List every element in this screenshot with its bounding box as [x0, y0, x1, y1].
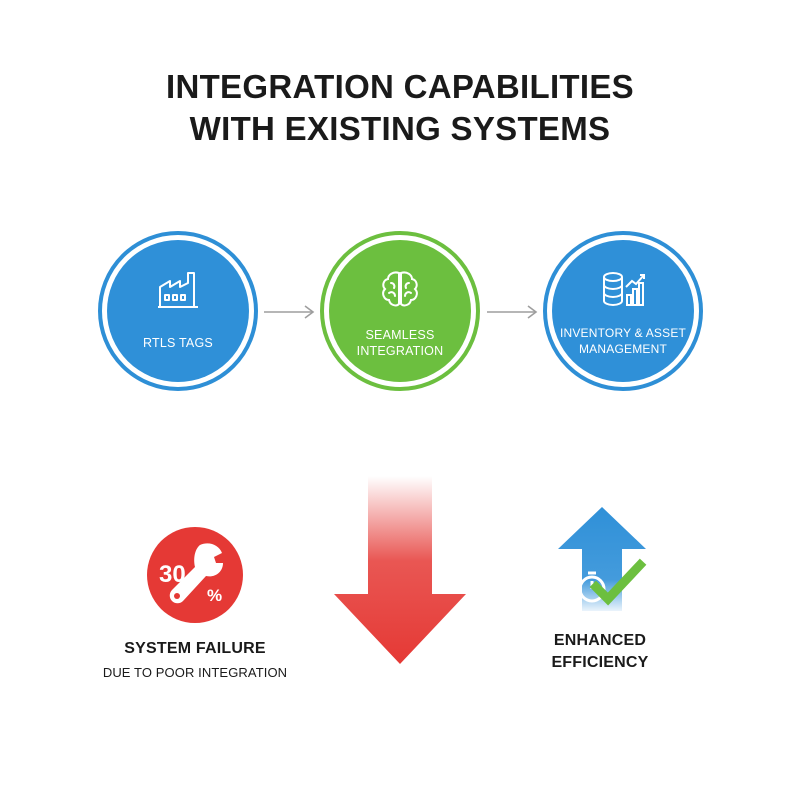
node-label-line-2: MANAGEMENT	[578, 342, 667, 356]
failure-percent-sign: %	[207, 586, 222, 605]
node-ring	[543, 231, 703, 391]
node-label-line-1: SEAMLESS	[365, 328, 435, 342]
node-label-line-2: INTEGRATION	[356, 344, 444, 358]
node-ring	[320, 231, 480, 391]
node-seamless-integration: SEAMLESS INTEGRATION	[320, 231, 480, 391]
red-down-arrow-icon	[334, 476, 466, 664]
node-rtls-tags: RTLS TAGS	[98, 231, 258, 391]
node-label-line-1: INVENTORY & ASSET	[559, 326, 687, 340]
factory-icon	[158, 272, 198, 308]
flow-arrow-2	[487, 305, 538, 319]
node-label: SEAMLESS INTEGRATION	[330, 327, 470, 359]
node-ring	[98, 231, 258, 391]
efficiency-title-line-1: ENHANCED	[553, 632, 647, 649]
failure-percent-number: 30	[159, 561, 186, 588]
failure-title: SYSTEM FAILURE	[124, 640, 266, 657]
node-disc	[329, 240, 471, 382]
node-disc	[107, 240, 249, 382]
page-title: INTEGRATION CAPABILITIES WITH EXISTING S…	[0, 66, 800, 150]
efficiency-arrow-check-icon	[558, 507, 647, 611]
brain-icon	[382, 271, 418, 307]
flow-arrow-1	[264, 305, 315, 319]
node-label: RTLS TAGS	[143, 336, 213, 350]
wrench-failure-icon: 30 %	[147, 527, 243, 623]
title-line-2: WITH EXISTING SYSTEMS	[189, 110, 611, 147]
node-disc	[552, 240, 694, 382]
database-chart-icon	[603, 272, 645, 307]
title-line-1: INTEGRATION CAPABILITIES	[166, 68, 634, 105]
efficiency-title: ENHANCED EFFICIENCY	[500, 630, 700, 674]
node-inventory-asset-management: INVENTORY & ASSET MANAGEMENT	[543, 231, 703, 391]
node-label: INVENTORY & ASSET MANAGEMENT	[553, 325, 693, 357]
efficiency-title-line-2: EFFICIENCY	[551, 654, 649, 671]
failure-subtitle: DUE TO POOR INTEGRATION	[102, 665, 288, 680]
